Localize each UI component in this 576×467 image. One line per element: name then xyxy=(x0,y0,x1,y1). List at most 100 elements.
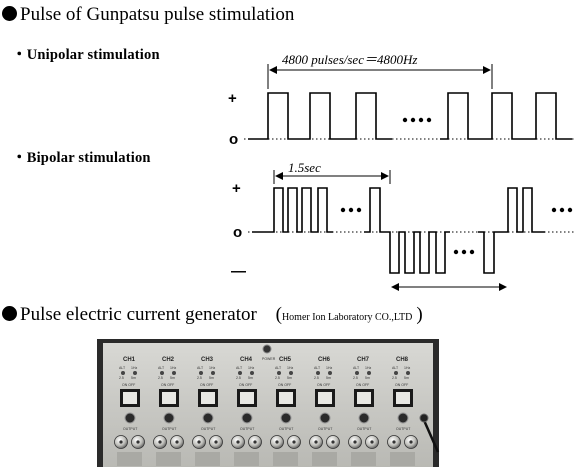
generator-close-paren: ) xyxy=(416,304,423,325)
toggle-switch-icon xyxy=(160,371,164,375)
generator-open-paren: ( xyxy=(275,304,282,325)
terminal-center-icon xyxy=(392,440,396,444)
terminal-center-icon xyxy=(253,440,257,444)
channel-button-frame xyxy=(315,389,335,407)
bipolar-positive-train xyxy=(252,187,333,233)
output-label: OUTPUT xyxy=(123,427,138,431)
toggle-switch-icon xyxy=(238,371,242,375)
terminal-knob-icon xyxy=(326,435,340,449)
toggle-switch-icon xyxy=(277,371,281,375)
mode-label: ON OFF xyxy=(317,383,330,387)
terminal-base xyxy=(156,452,181,466)
switch-label: 2.5 xyxy=(392,376,397,380)
switch-label: 2.5 xyxy=(314,376,319,380)
intensity-dial-icon xyxy=(358,412,370,424)
intensity-dial-icon xyxy=(397,412,409,424)
toggle-switch-icon xyxy=(316,371,320,375)
switch-label: 2.5 xyxy=(119,376,124,380)
intensity-dial-icon xyxy=(319,412,331,424)
ellipsis-dot xyxy=(469,249,475,255)
ellipsis-dot xyxy=(559,207,565,213)
mode-label: ON OFF xyxy=(200,383,213,387)
bipolar-negative-train xyxy=(364,187,450,274)
bipolar-plus-symbol: + xyxy=(232,180,241,197)
toggle-switch-icon xyxy=(211,371,215,375)
terminal-base xyxy=(195,452,220,466)
channel-button xyxy=(201,392,215,404)
channel-button-frame xyxy=(159,389,179,407)
switch-label: 1Hz xyxy=(365,366,371,370)
terminal-base xyxy=(273,452,298,466)
output-label: OUTPUT xyxy=(201,427,216,431)
output-label: OUTPUT xyxy=(279,427,294,431)
power-label: POWER xyxy=(262,357,276,361)
terminal-knob-icon xyxy=(365,435,379,449)
terminal-knob-icon xyxy=(153,435,167,449)
terminal-base xyxy=(117,452,142,466)
ellipsis-dot xyxy=(348,207,354,213)
unipolar-label: ・Unipolar stimulation xyxy=(12,47,160,63)
channel-button xyxy=(162,392,176,404)
toggle-switch-icon xyxy=(355,371,359,375)
unipolar-pulse-train-left xyxy=(248,92,392,140)
switch-label: 2.5 xyxy=(158,376,163,380)
unipolar-plus-symbol: + xyxy=(228,90,237,107)
toggle-switch-icon xyxy=(250,371,254,375)
generator-maker: Homer Ion Laboratory CO.,LTD xyxy=(281,312,413,323)
switch-label: 5m xyxy=(131,376,136,380)
switch-label: 2.5 xyxy=(236,376,241,380)
ellipsis-dot xyxy=(418,117,424,123)
terminal-knob-icon xyxy=(170,435,184,449)
switch-label: 1Hz xyxy=(209,366,215,370)
ellipsis-dot xyxy=(410,117,416,123)
frequency-annotation: 4800 pulses/sec＝4800Hz xyxy=(282,52,417,67)
channel-button-frame xyxy=(393,389,413,407)
switch-label: 2.5 xyxy=(353,376,358,380)
channel-label: CH6 xyxy=(318,357,331,363)
bipolar-return-train xyxy=(478,187,545,274)
ellipsis-dot xyxy=(461,249,467,255)
ellipsis-dot xyxy=(356,207,362,213)
ellipsis-dot xyxy=(551,207,557,213)
terminal-center-icon xyxy=(175,440,179,444)
switch-label: 2.5 xyxy=(197,376,202,380)
bipolar-waveform: + o — 1.5sec xyxy=(231,160,576,291)
pulse-waveform-diagram: + o 4800 pulses/sec＝4800Hz + o — 1.5 xyxy=(228,52,576,291)
switch-label: 5m xyxy=(326,376,331,380)
terminal-center-icon xyxy=(331,440,335,444)
switch-label: 5m xyxy=(170,376,175,380)
toggle-switch-icon xyxy=(289,371,293,375)
channel-button-frame xyxy=(354,389,374,407)
switch-label: ALT xyxy=(236,366,243,370)
switch-label: ALT xyxy=(353,366,360,370)
toggle-switch-icon xyxy=(367,371,371,375)
switch-label: 1Hz xyxy=(404,366,410,370)
duration-annotation: 1.5sec xyxy=(288,160,321,175)
terminal-knob-icon xyxy=(309,435,323,449)
channel-button xyxy=(396,392,410,404)
ellipsis-dot xyxy=(453,249,459,255)
toggle-switch-icon xyxy=(394,371,398,375)
unipolar-waveform: + o 4800 pulses/sec＝4800Hz xyxy=(228,52,576,148)
terminal-base xyxy=(234,452,259,466)
output-label: OUTPUT xyxy=(240,427,255,431)
switch-label: ALT xyxy=(275,366,282,370)
unipolar-zero-symbol: o xyxy=(229,131,238,148)
bullet-icon xyxy=(2,306,17,321)
terminal-knob-icon xyxy=(387,435,401,449)
channel-label: CH5 xyxy=(279,357,292,363)
terminal-knob-icon xyxy=(231,435,245,449)
channel-button xyxy=(123,392,137,404)
channel-button-frame xyxy=(198,389,218,407)
toggle-switch-icon xyxy=(121,371,125,375)
switch-label: ALT xyxy=(158,366,165,370)
device-frame xyxy=(97,339,439,467)
ellipsis-dot xyxy=(402,117,408,123)
terminal-center-icon xyxy=(158,440,162,444)
switch-label: 1Hz xyxy=(170,366,176,370)
output-label: OUTPUT xyxy=(318,427,333,431)
terminal-center-icon xyxy=(314,440,318,444)
bipolar-zero-symbol: o xyxy=(233,224,242,241)
terminal-knob-icon xyxy=(287,435,301,449)
terminal-base xyxy=(351,452,376,466)
